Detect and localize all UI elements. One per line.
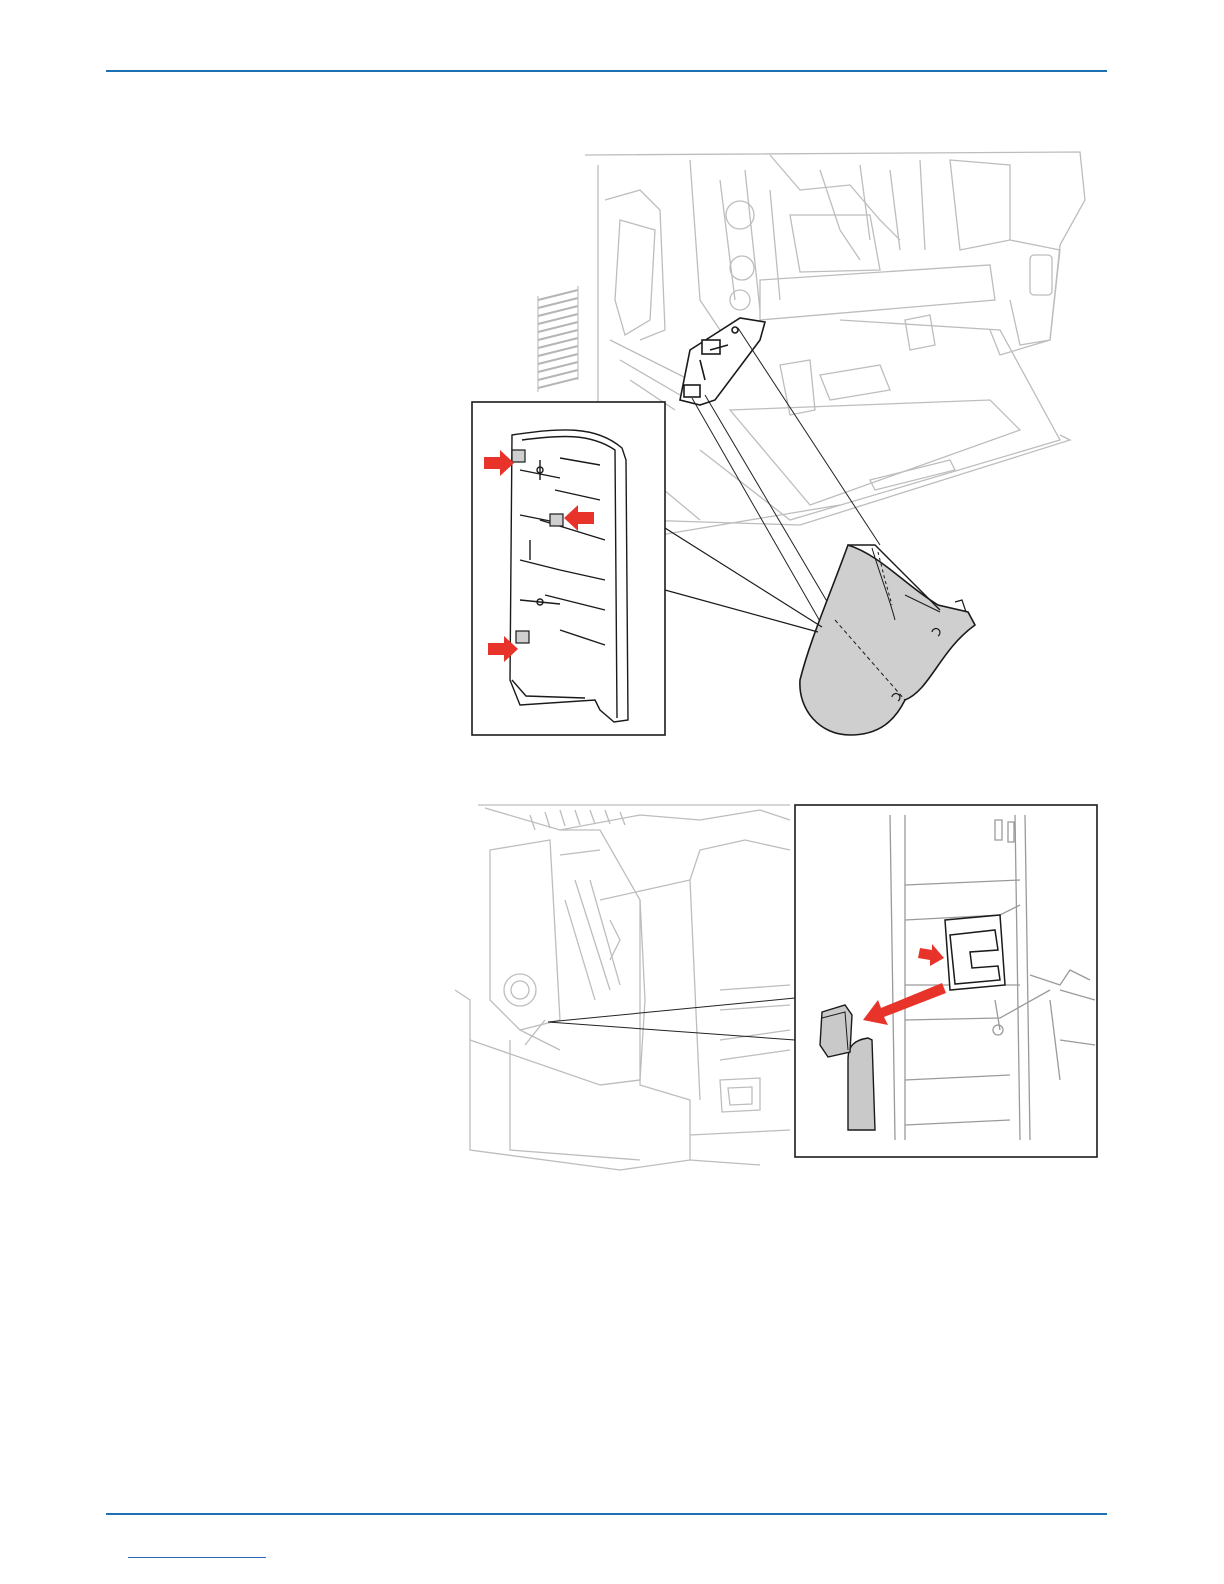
mounting-bracket [680, 318, 765, 405]
figure-2 [455, 805, 1097, 1170]
cover-part [800, 545, 975, 735]
side-vent [538, 286, 578, 392]
inset-detail-2 [795, 805, 1097, 1157]
inset-detail-1 [472, 402, 822, 735]
footer-rule [106, 1513, 1107, 1515]
printer-body-ghost [455, 805, 790, 1170]
leader-lines [548, 998, 795, 1040]
figure-1 [472, 152, 1085, 735]
footnote-link-underline[interactable] [128, 1557, 266, 1558]
